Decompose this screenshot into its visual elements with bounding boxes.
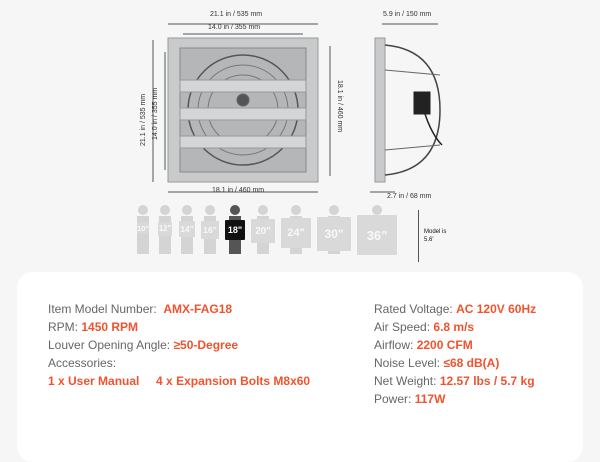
size-label: 18" xyxy=(225,220,245,240)
model-height-note: Model is 5.6' xyxy=(424,228,446,244)
size-label: 24" xyxy=(281,217,311,248)
front-width-label: 21.1 in / 535 mm xyxy=(210,11,263,18)
size-figure: 24" xyxy=(281,205,311,254)
size-figure: 10" xyxy=(135,205,151,254)
side-view xyxy=(370,23,443,193)
side-base-label: 2.7 in / 68 mm xyxy=(387,193,432,200)
spec-louver: Louver Opening Angle: ≥50-Degree xyxy=(48,338,239,352)
size-label: 14" xyxy=(179,221,195,237)
spec-weight: Net Weight: 12.57 lbs / 5.7 kg xyxy=(374,374,535,388)
spec-power: Power: 117W xyxy=(374,392,446,406)
specs-right: Rated Voltage: AC 120V 60Hz Air Speed: 6… xyxy=(374,300,536,408)
model-note-line1: Model is xyxy=(424,229,447,235)
spec-card xyxy=(17,272,583,462)
specs-left: Item Model Number: AMX-FAG18 RPM: 1450 R… xyxy=(48,300,310,390)
size-label: 20" xyxy=(251,219,275,243)
size-comparison: 10" 12" 14" 16" 18" 20"24"30"36" xyxy=(135,205,397,255)
size-figure: 18" xyxy=(225,205,245,254)
size-label: 12" xyxy=(158,221,172,236)
size-label: 10" xyxy=(137,222,149,234)
spec-air-speed: Air Speed: 6.8 m/s xyxy=(374,320,475,334)
size-figure: 14" xyxy=(179,205,195,254)
front-view xyxy=(152,23,331,193)
size-figure: 30" xyxy=(317,205,351,254)
spec-rpm: RPM: 1450 RPM xyxy=(48,320,139,334)
front-bottom-width-label: 18.1 in / 460 mm xyxy=(212,187,265,194)
front-right-height-label: 18.1 in / 460 mm xyxy=(336,80,343,133)
size-figure: 12" xyxy=(157,205,173,254)
model-height-bar xyxy=(418,210,419,262)
size-figure: 16" xyxy=(201,205,219,254)
spec-model: Item Model Number: AMX-FAG18 xyxy=(48,302,233,316)
size-label: 16" xyxy=(201,220,219,239)
spec-voltage: Rated Voltage: AC 120V 60Hz xyxy=(374,302,537,316)
spec-noise: Noise Level: ≤68 dB(A) xyxy=(374,356,500,370)
spec-accessories: Accessories: xyxy=(48,356,117,370)
front-height-label: 21.1 in / 535 mm xyxy=(140,93,147,146)
size-figure: 36" xyxy=(357,205,397,255)
product-diagram xyxy=(152,23,443,193)
size-label: 30" xyxy=(317,216,351,251)
accessories-list: 1 x User Manual 4 x Expansion Bolts M8x6… xyxy=(48,374,311,388)
front-inner-width-label: 14.0 in / 355 mm xyxy=(208,24,261,31)
model-note-line2: 5.6' xyxy=(424,237,434,243)
front-inner-height-label: 14.0 in / 355 mm xyxy=(152,87,159,140)
spec-airflow: Airflow: 2200 CFM xyxy=(374,338,473,352)
size-label: 36" xyxy=(357,215,397,255)
side-depth-label: 5.9 in / 150 mm xyxy=(383,11,432,18)
size-figure: 20" xyxy=(251,205,275,254)
